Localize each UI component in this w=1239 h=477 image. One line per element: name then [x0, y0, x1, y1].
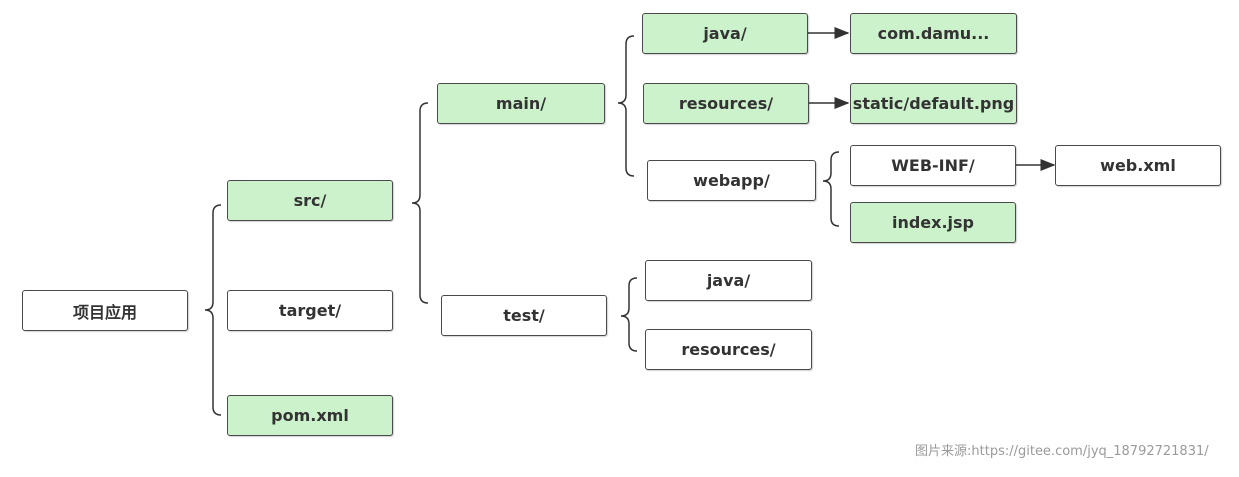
main-brace [617, 35, 635, 177]
node-pom-xml[interactable]: pom.xml [227, 395, 393, 436]
image-source-watermark: 图片来源:https://gitee.com/jyq_18792721831/ [915, 444, 1209, 459]
node-com-damu[interactable]: com.damu... [850, 13, 1017, 54]
test-brace [620, 277, 638, 352]
node-main[interactable]: main/ [437, 83, 605, 124]
node-root[interactable]: 项目应用 [22, 290, 188, 331]
node-main-resources[interactable]: resources/ [643, 83, 809, 124]
node-test[interactable]: test/ [441, 295, 607, 336]
node-test-java[interactable]: java/ [645, 260, 812, 301]
webapp-brace [822, 151, 840, 227]
node-target[interactable]: target/ [227, 290, 393, 331]
src-brace [411, 102, 429, 304]
node-src[interactable]: src/ [227, 180, 393, 221]
root-brace [204, 204, 222, 416]
node-test-resources[interactable]: resources/ [645, 329, 812, 370]
node-web-xml[interactable]: web.xml [1055, 145, 1221, 186]
node-static-default-png[interactable]: static/default.png [850, 83, 1017, 124]
node-webapp[interactable]: webapp/ [647, 160, 816, 201]
node-web-inf[interactable]: WEB-INF/ [850, 145, 1016, 186]
node-main-java[interactable]: java/ [642, 13, 808, 54]
node-index-jsp[interactable]: index.jsp [850, 202, 1016, 243]
